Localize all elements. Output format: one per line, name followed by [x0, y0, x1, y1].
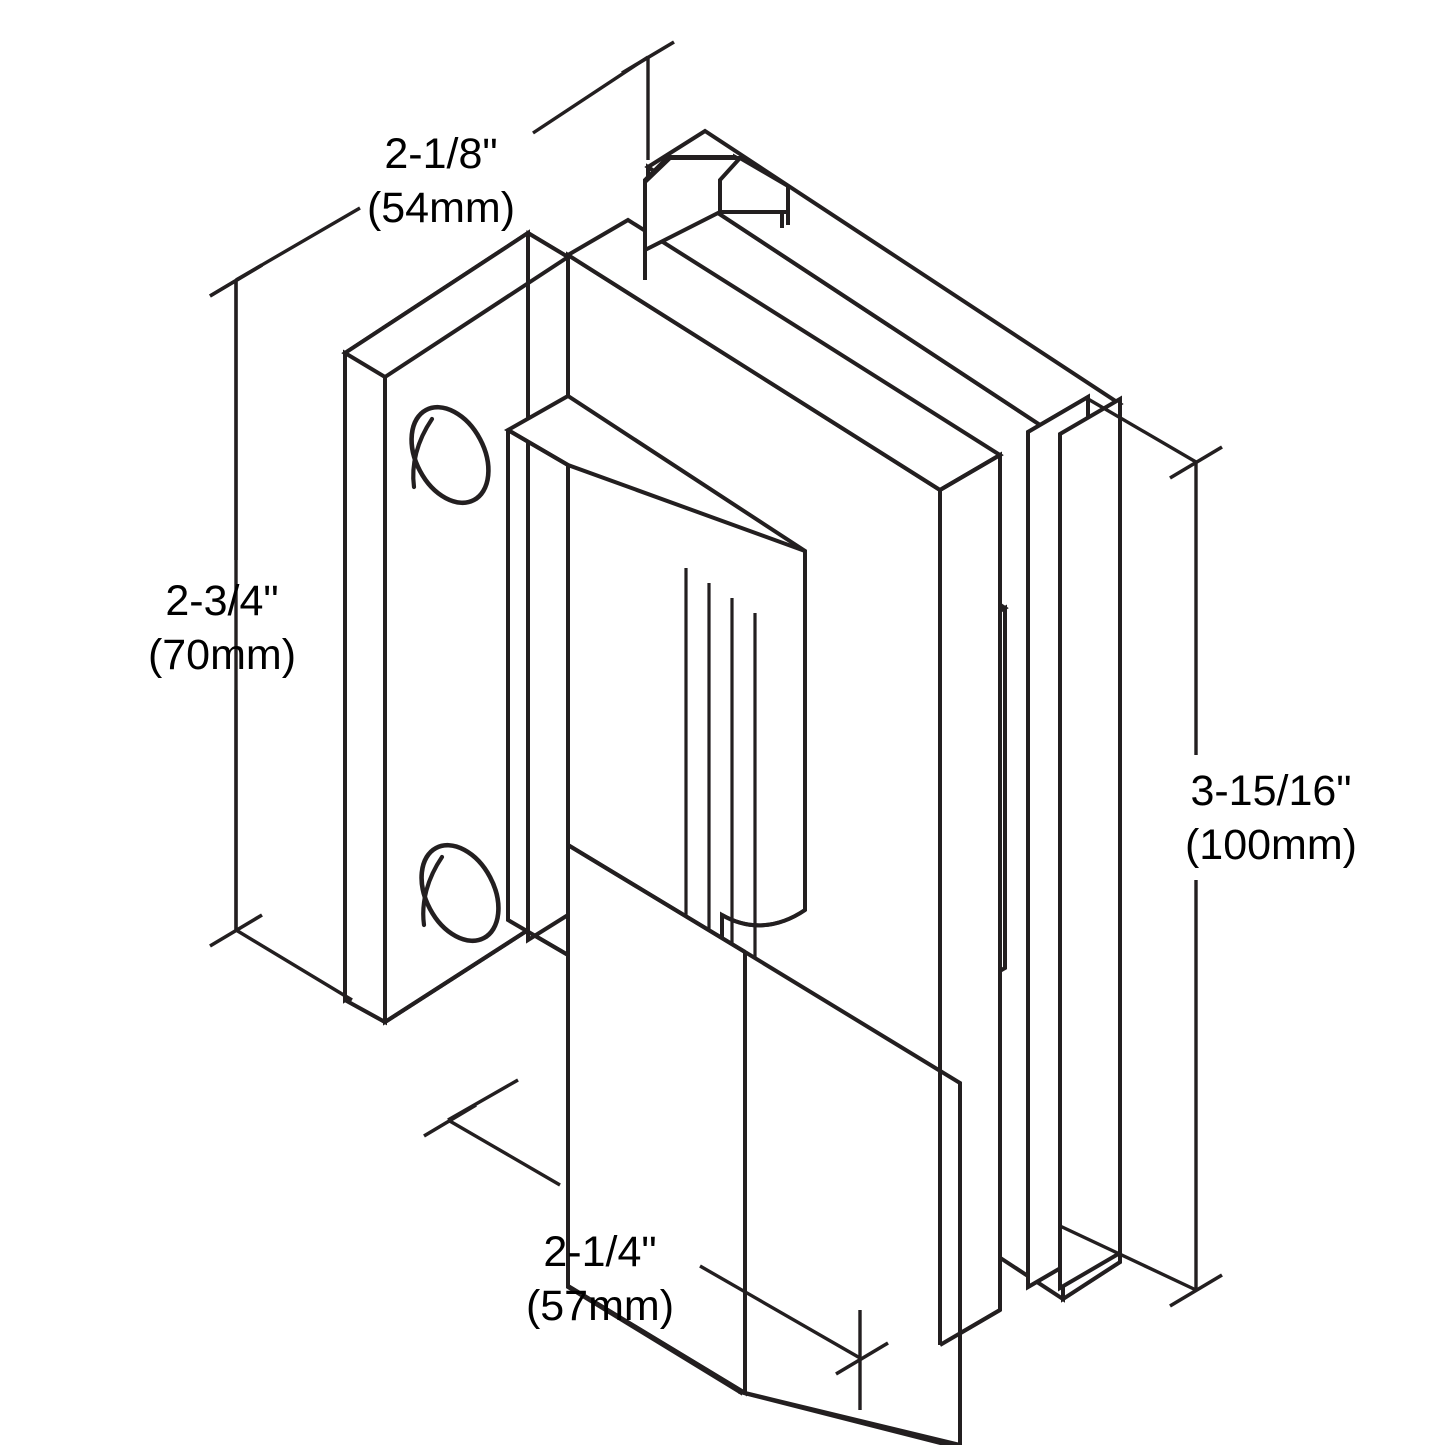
- lower-hole-ring: [419, 842, 501, 944]
- dim-3-15-16-tick-bottom: [1169, 1273, 1223, 1308]
- front-glass-plate-bottom-edge: [566, 1284, 747, 1395]
- upper-hole-ring: [409, 404, 491, 506]
- main-glass-top-chamfer: [938, 453, 1002, 492]
- knurled-grooves-overlay: [684, 568, 763, 974]
- dim-2-1-8-tick-right: [621, 40, 675, 75]
- outer-leaf-overlay: [1058, 395, 1122, 1292]
- top-tab-fold-edge: [718, 156, 742, 212]
- screw-hole-upper-overlay: [409, 404, 491, 506]
- lower-hole-countersink: [421, 854, 445, 928]
- hinge-body-bottom-right-curve: [721, 908, 807, 928]
- dim-2-1-4-line-b: [699, 1264, 861, 1360]
- main-glass-bottom-chamfer: [938, 1308, 1002, 1347]
- dim-2-1-8-metric-label: (54mm): [367, 184, 515, 232]
- dim-3-15-16-imperial-label: 3-15/16": [1190, 767, 1351, 815]
- front-glass-plate-overlay: [566, 841, 962, 1445]
- dim-3-15-16-ext-bottom: [1059, 1224, 1197, 1292]
- hinge-body-left-corner: [506, 430, 570, 957]
- dim-3-15-16-metric-label: (100mm): [1185, 821, 1357, 869]
- dim-2-1-4-imperial-label: 2-1/4": [543, 1228, 656, 1276]
- wall-plate-bottom-chamfer: [383, 928, 530, 1024]
- dim-3-15-16-ext-top: [1087, 397, 1197, 464]
- dimension-2-1-4: 2-1/4" (57mm): [423, 1078, 889, 1410]
- screw-hole-lower-overlay: [419, 842, 501, 944]
- dim-2-3-4-ext-bottom: [235, 928, 353, 1002]
- dim-2-1-4-tick-left: [423, 1103, 477, 1138]
- dimension-2-3-4: 2-3/4" (70mm): [148, 263, 353, 1002]
- main-glass-overlay: [938, 453, 1002, 1347]
- dimension-3-15-16: 3-15/16" (100mm): [1059, 397, 1357, 1308]
- dim-2-1-4-tick-right: [835, 1341, 889, 1376]
- wall-plate-top-inner-edge: [383, 255, 570, 379]
- outer-leaf-silhouette: [1058, 395, 1122, 1292]
- upper-hole-countersink: [411, 416, 435, 490]
- dim-2-1-4-metric-label: (57mm): [526, 1282, 674, 1330]
- hinge-body-top-corner: [506, 428, 806, 553]
- dim-2-3-4-tick-top: [209, 263, 263, 298]
- dim-2-3-4-imperial-label: 2-3/4": [165, 577, 278, 625]
- front-glass-plate-top-edge: [566, 843, 747, 954]
- top-tab-overlay: [643, 156, 790, 262]
- dim-2-1-4-line-a: [447, 1118, 561, 1187]
- dim-2-3-4-metric-label: (70mm): [148, 631, 296, 679]
- dim-2-1-8-imperial-label: 2-1/8": [384, 130, 497, 178]
- dim-3-15-16-tick-top: [1169, 445, 1223, 480]
